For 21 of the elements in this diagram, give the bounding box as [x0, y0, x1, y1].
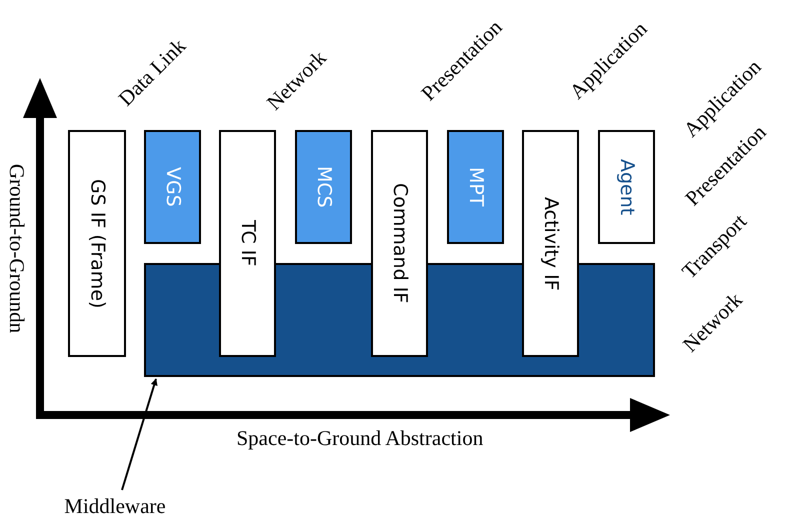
module-box [371, 130, 428, 357]
callout-text: Middleware [45, 494, 185, 522]
box-label: GS IF (Frame) [88, 178, 106, 308]
layer-label: Data Link [113, 33, 191, 111]
module-box [219, 130, 276, 357]
module-box [447, 130, 504, 244]
module-box [522, 130, 579, 357]
module-box [144, 130, 201, 244]
box-label: Command IF [390, 183, 409, 304]
box-label: Agent [617, 158, 636, 216]
axis-label: Space-to-Ground Abstraction [236, 426, 484, 450]
box-label: MCS [314, 166, 333, 208]
module-box [68, 130, 126, 357]
module-box [295, 130, 352, 244]
box-label: MPT [466, 167, 485, 207]
leader-arrow [121, 378, 158, 490]
module-box [598, 130, 655, 244]
box-label: Activity IF [541, 196, 560, 290]
box-label: VGS [163, 167, 182, 207]
box-label: TC IF [238, 220, 257, 267]
axis-label: Ground-to-Groundn [4, 163, 29, 333]
